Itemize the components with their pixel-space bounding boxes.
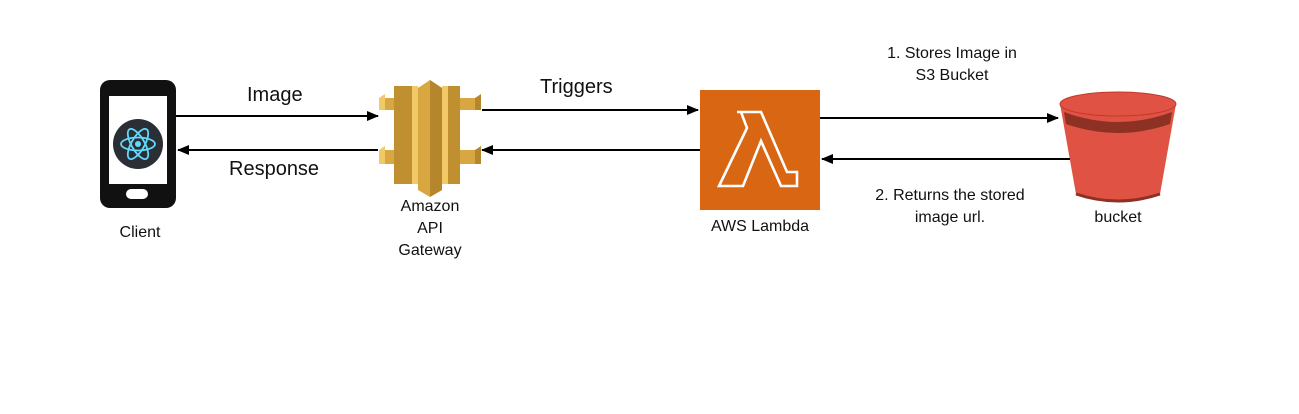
gateway-label-line1: Amazon (400, 198, 460, 215)
gateway-label-line2: API (417, 220, 443, 237)
client-label: Client (119, 224, 161, 241)
mobile-phone-react-icon (100, 80, 176, 208)
bucket-label: bucket (1094, 209, 1142, 226)
stores-label-line1: 1. Stores Image in (887, 45, 1017, 62)
stores-label: 1. Stores Image in S3 Bucket (864, 43, 1040, 87)
lambda-label: AWS Lambda (710, 218, 810, 235)
gateway-label-line3: Gateway (398, 242, 462, 259)
gateway-label: Amazon API Gateway (380, 196, 480, 262)
image-label: Image (247, 84, 303, 106)
returns-label: 2. Returns the stored image url. (858, 185, 1042, 229)
returns-label-line1: 2. Returns the stored (875, 187, 1025, 204)
returns-label-line2: image url. (914, 209, 986, 226)
triggers-label: Triggers (540, 76, 613, 98)
s3-bucket-icon (1059, 91, 1177, 203)
api-gateway-icon (379, 80, 481, 197)
lambda-icon (700, 90, 820, 210)
stores-label-line2: S3 Bucket (915, 67, 989, 84)
response-label: Response (229, 158, 320, 180)
